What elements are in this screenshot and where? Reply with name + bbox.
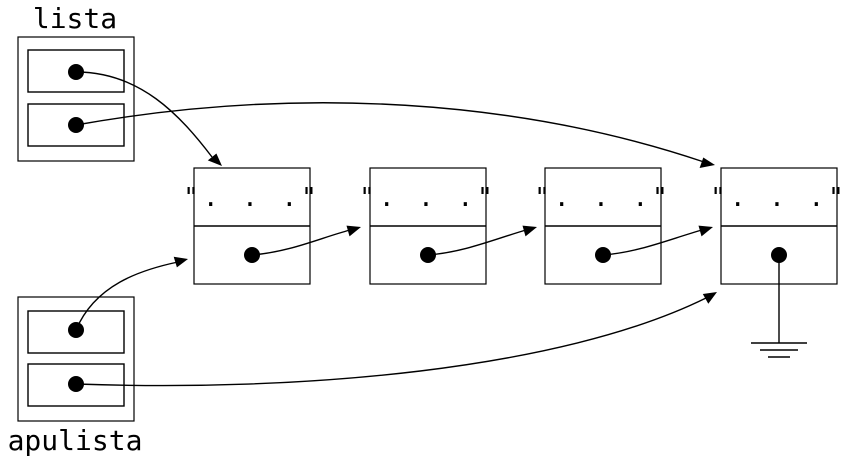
list-node-3: ". . ." [534, 167, 672, 285]
node-data-4: ". . ." [710, 183, 848, 213]
apulista-first-dot [68, 322, 84, 338]
arrowhead-apulista-first [173, 256, 188, 268]
pointer-lista-last [75, 102, 705, 163]
list-node-2: ". . ." [359, 167, 497, 285]
apulista-last-dot [68, 376, 84, 392]
arrowhead-lista-first [207, 153, 222, 166]
node2-next-dot [420, 247, 436, 263]
node-data-2: ". . ." [359, 183, 497, 213]
node1-next-dot [244, 247, 260, 263]
pointer-node2-next [427, 229, 527, 256]
arrowhead-node2-next [522, 225, 537, 237]
lista-first-dot [68, 64, 84, 80]
apulista-record [17, 296, 135, 422]
label-lista: lista [33, 2, 117, 35]
arrowhead-node1-next [346, 225, 361, 237]
arrowhead-apulista-last [702, 292, 717, 304]
node3-next-dot [595, 247, 611, 263]
pointer-node3-next [602, 229, 703, 256]
arrowhead-node3-next [698, 225, 713, 237]
pointer-apulista-first [75, 261, 179, 331]
pointer-node1-next [251, 229, 351, 256]
arrowhead-lista-last [699, 157, 715, 168]
null-ground-symbol [751, 255, 807, 358]
label-apulista: apulista [8, 424, 143, 457]
node-data-1: ". . ." [183, 183, 321, 213]
list-node-1: ". . ." [183, 167, 321, 285]
pointer-apulista-last [75, 297, 707, 387]
lista-last-dot [68, 117, 84, 133]
pointer-lista-first [75, 71, 213, 158]
lista-record [17, 36, 135, 162]
node-data-3: ". . ." [534, 183, 672, 213]
